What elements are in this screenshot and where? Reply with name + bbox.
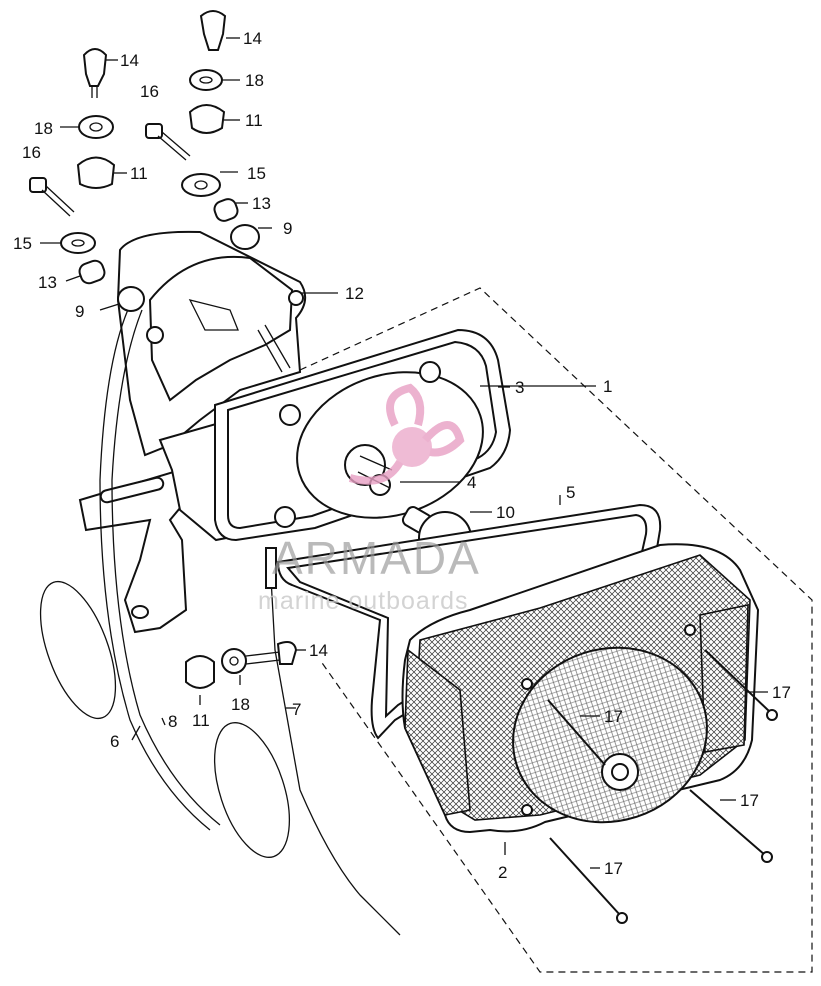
callout-17: 17 — [604, 707, 623, 726]
bolt-icon — [145, 123, 163, 139]
callout-labels: 14 14 18 11 16 18 11 16 15 13 9 15 13 12… — [13, 29, 791, 882]
callout-18: 18 — [231, 695, 250, 714]
mounting-bracket — [116, 230, 307, 457]
bolt-icon — [276, 641, 298, 665]
callout-17: 17 — [740, 791, 759, 810]
callout-15: 15 — [13, 234, 32, 253]
washer-icon — [189, 69, 223, 91]
callout-8: 8 — [168, 712, 177, 731]
callout-2: 2 — [498, 863, 507, 882]
callout-7: 7 — [292, 700, 301, 719]
callout-3: 3 — [515, 378, 524, 397]
callout-4: 4 — [467, 473, 476, 492]
grommet-icon — [188, 104, 226, 134]
clip-icon — [274, 506, 296, 528]
bracket-hole-icon — [146, 326, 164, 344]
housing-frame — [214, 328, 512, 542]
callout-11: 11 — [130, 164, 148, 183]
callout-13: 13 — [252, 194, 271, 213]
callout-16: 16 — [22, 143, 41, 162]
clip-icon — [419, 361, 441, 383]
watermark-brand: ARMADA — [272, 532, 481, 584]
callout-9: 9 — [75, 302, 84, 321]
callout-10: 10 — [496, 503, 515, 522]
callout-9: 9 — [283, 219, 292, 238]
watermark-tagline: marine outboards — [258, 587, 469, 615]
callout-17: 17 — [772, 683, 791, 702]
lens-screws — [547, 649, 778, 924]
callout-14: 14 — [120, 51, 139, 70]
callout-14: 14 — [243, 29, 262, 48]
grommet-icon — [185, 655, 215, 689]
callout-12: 12 — [345, 284, 364, 303]
grommet-icon — [76, 156, 116, 189]
callout-5: 5 — [566, 483, 575, 502]
callout-15: 15 — [247, 164, 266, 183]
callout-14: 14 — [309, 641, 328, 660]
callout-11: 11 — [245, 111, 263, 130]
washer-icon — [221, 648, 247, 674]
callout-18: 18 — [245, 71, 264, 90]
watermark: ARMADA marine outboards — [258, 383, 481, 615]
wiring-harness — [39, 304, 401, 936]
callout-13: 13 — [38, 273, 57, 292]
washer-icon — [60, 232, 96, 254]
callout-1: 1 — [603, 377, 612, 396]
lens — [401, 543, 760, 834]
callout-17: 17 — [604, 859, 623, 878]
grommet-icon — [117, 286, 145, 312]
bolt-icon — [82, 48, 108, 87]
collar-icon — [78, 259, 106, 285]
clip-icon — [279, 404, 301, 426]
collar-icon — [213, 198, 239, 222]
leader-lines — [40, 37, 768, 869]
callout-6: 6 — [110, 732, 119, 751]
assembly-outline — [299, 287, 813, 973]
washer-icon — [78, 115, 114, 139]
bolt-icon — [199, 10, 227, 51]
watermark-logo-icon — [348, 383, 465, 485]
bracket-hole-icon — [288, 290, 304, 306]
callout-18: 18 — [34, 119, 53, 138]
callout-11: 11 — [192, 711, 210, 730]
washer-icon — [181, 173, 221, 197]
callout-16: 16 — [140, 82, 159, 101]
bolt-icon — [29, 177, 47, 193]
grommet-icon — [230, 224, 260, 250]
